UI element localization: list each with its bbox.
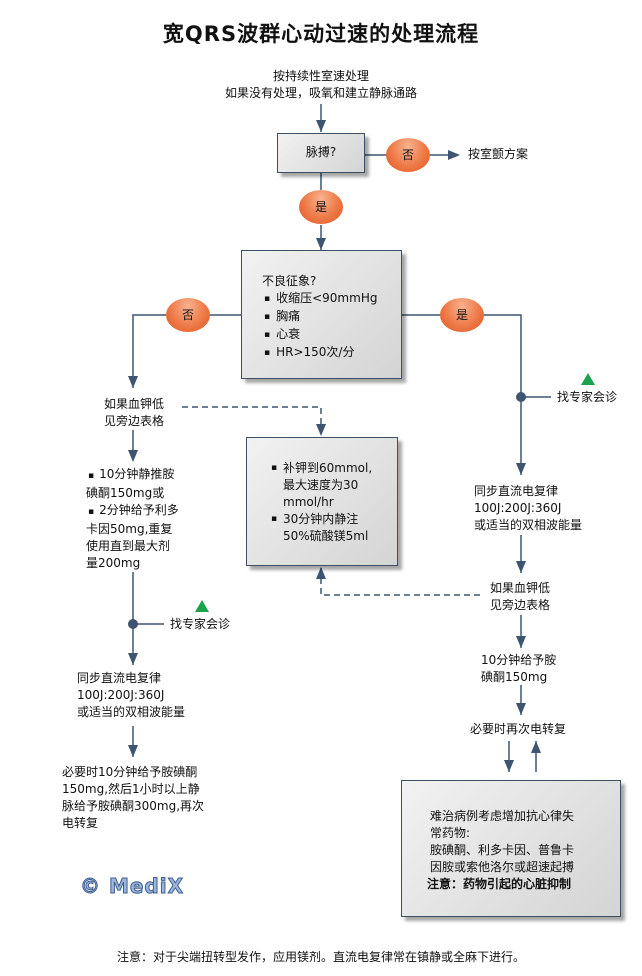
adverse-signs-list: 收缩压<90mmHg 胸痛 心衰 HR>150次/分 xyxy=(264,290,401,362)
adverse-no-oval: 否 xyxy=(166,298,210,332)
right-potassium-line2: 见旁边表格 xyxy=(490,598,551,612)
left-cardioversion-line1: 同步直流电复律 xyxy=(77,671,162,685)
right-cardioversion-line1: 同步直流电复律 xyxy=(474,484,559,498)
vf-protocol-label: 按室颤方案 xyxy=(468,147,529,161)
junction-dot-left xyxy=(128,619,138,629)
start-line2: 如果没有处理，吸氧和建立静脉通路 xyxy=(224,86,417,100)
alert-triangle-icon xyxy=(195,600,209,612)
potassium-treatment-box: ▪ 补钾到60mmol, 最大速度为30 mmol/hr ▪ 30分钟内静注 5… xyxy=(246,437,398,566)
left-potassium-note: 如果血钾低 见旁边表格 xyxy=(104,396,164,430)
pulse-yes-oval: 是 xyxy=(299,190,343,224)
refractory-line1: 难治病例考虑增加抗心律失 xyxy=(430,809,575,823)
start-step: 按持续性室速处理 如果没有处理，吸氧和建立静脉通路 xyxy=(171,68,471,102)
left-cardioversion-line2: 100J:200J:360J xyxy=(77,688,165,702)
alert-triangle-icon xyxy=(581,373,595,385)
pulse-decision-box: 脉搏? xyxy=(277,133,365,173)
right-potassium-line1: 如果血钾低 xyxy=(490,581,551,595)
adverse-sign: HR>150次/分 xyxy=(264,344,401,362)
left-cardioversion: 同步直流电复律 100J:200J:360J 或适当的双相波能量 xyxy=(77,670,185,721)
drug-item1-b: 碘酮150mg或 xyxy=(86,486,165,500)
drug-item1-a: ▪10分钟静推胺 xyxy=(88,467,175,481)
adverse-signs-box: 不良征象? 收缩压<90mmHg 胸痛 心衰 HR>150次/分 xyxy=(241,250,402,379)
bullet-icon: ▪ xyxy=(271,514,278,524)
left-expert-consult: 找专家会诊 xyxy=(170,617,231,631)
right-cardioversion-line2: 100J:200J:360J xyxy=(474,501,562,515)
left-final-line4: 电转复 xyxy=(62,816,99,830)
bullet-icon: ▪ xyxy=(88,471,95,481)
footnote: 注意：对于尖端扭转型发作，应用镁剂。直流电复律常在镇静或全麻下进行。 xyxy=(116,950,525,964)
adverse-yes-oval: 是 xyxy=(440,298,484,332)
bullet-icon: ▪ xyxy=(271,463,278,473)
left-potassium-line1: 如果血钾低 xyxy=(104,397,165,411)
right-amiodarone-line1: 10分钟给予胺 xyxy=(481,653,557,667)
adverse-heading: 不良征象? xyxy=(262,274,317,288)
right-cardioversion: 同步直流电复律 100J:200J:360J 或适当的双相波能量 xyxy=(474,483,582,534)
right-potassium-note: 如果血钾低 见旁边表格 xyxy=(490,580,550,614)
left-potassium-line2: 见旁边表格 xyxy=(104,414,165,428)
left-final-step: 必要时10分钟给予胺碘酮 150mg,然后1小时以上静 脉给予胺碘酮300mg,… xyxy=(62,764,204,832)
refractory-cases-box: 难治病例考虑增加抗心律失 常药物: 胺碘酮、利多卡因、普鲁卡 因胺或索他洛尔或超… xyxy=(401,780,621,917)
left-final-line3: 脉给予胺碘酮300mg,再次 xyxy=(62,799,205,813)
potassium-item1-line: mmol/hr xyxy=(283,495,334,509)
potassium-item1: ▪ 补钾到60mmol, 最大速度为30 mmol/hr xyxy=(271,460,397,511)
pulse-no-oval: 否 xyxy=(386,138,430,172)
potassium-item2-line: 30分钟内静注 xyxy=(283,512,359,526)
start-line1: 按持续性室速处理 xyxy=(272,69,369,83)
right-amiodarone-line2: 碘酮150mg xyxy=(481,670,548,684)
adverse-sign: 收缩压<90mmHg xyxy=(264,290,401,308)
adverse-sign: 胸痛 xyxy=(264,308,401,326)
bullet-icon: ▪ xyxy=(88,507,95,517)
junction-dot-right xyxy=(516,392,526,402)
potassium-item1-line: 补钾到60mmol, xyxy=(283,461,373,475)
right-repeat-cardioversion: 必要时再次电转复 xyxy=(470,722,567,736)
right-amiodarone: 10分钟给予胺 碘酮150mg xyxy=(481,652,556,686)
refractory-line2: 常药物: xyxy=(430,826,471,840)
drug-item2-c: 使用直到最大剂 xyxy=(86,539,171,553)
pulse-label: 脉搏? xyxy=(305,145,337,159)
left-drug-options: ▪10分钟静推胺 碘酮150mg或 ▪2分钟给予利多 卡因50mg,重复 使用直… xyxy=(86,466,179,572)
right-cardioversion-line3: 或适当的双相波能量 xyxy=(474,518,583,532)
medix-logo: © MediX xyxy=(79,874,185,899)
potassium-item1-line: 最大速度为30 xyxy=(283,478,359,492)
potassium-item2-line: 50%硫酸镁5ml xyxy=(283,529,369,543)
drug-item2-a: ▪2分钟给予利多 xyxy=(88,503,179,517)
refractory-line3: 胺碘酮、利多卡因、普鲁卡 xyxy=(430,843,575,857)
refractory-warning: 注意：药物引起的心脏抑制 xyxy=(427,877,572,891)
right-expert-consult: 找专家会诊 xyxy=(557,390,618,404)
drug-item2-d: 量200mg xyxy=(86,556,141,570)
left-cardioversion-line3: 或适当的双相波能量 xyxy=(77,705,186,719)
page-title: 宽QRS波群心动过速的处理流程 xyxy=(162,22,480,46)
drug-item2-b: 卡因50mg,重复 xyxy=(86,522,173,536)
adverse-sign: 心衰 xyxy=(264,326,401,344)
refractory-line4: 因胺或索他洛尔或超速起搏 xyxy=(430,860,575,874)
left-final-line2: 150mg,然后1小时以上静 xyxy=(62,782,200,796)
left-final-line1: 必要时10分钟给予胺碘酮 xyxy=(62,765,198,779)
potassium-item2: ▪ 30分钟内静注 50%硫酸镁5ml xyxy=(271,511,397,545)
